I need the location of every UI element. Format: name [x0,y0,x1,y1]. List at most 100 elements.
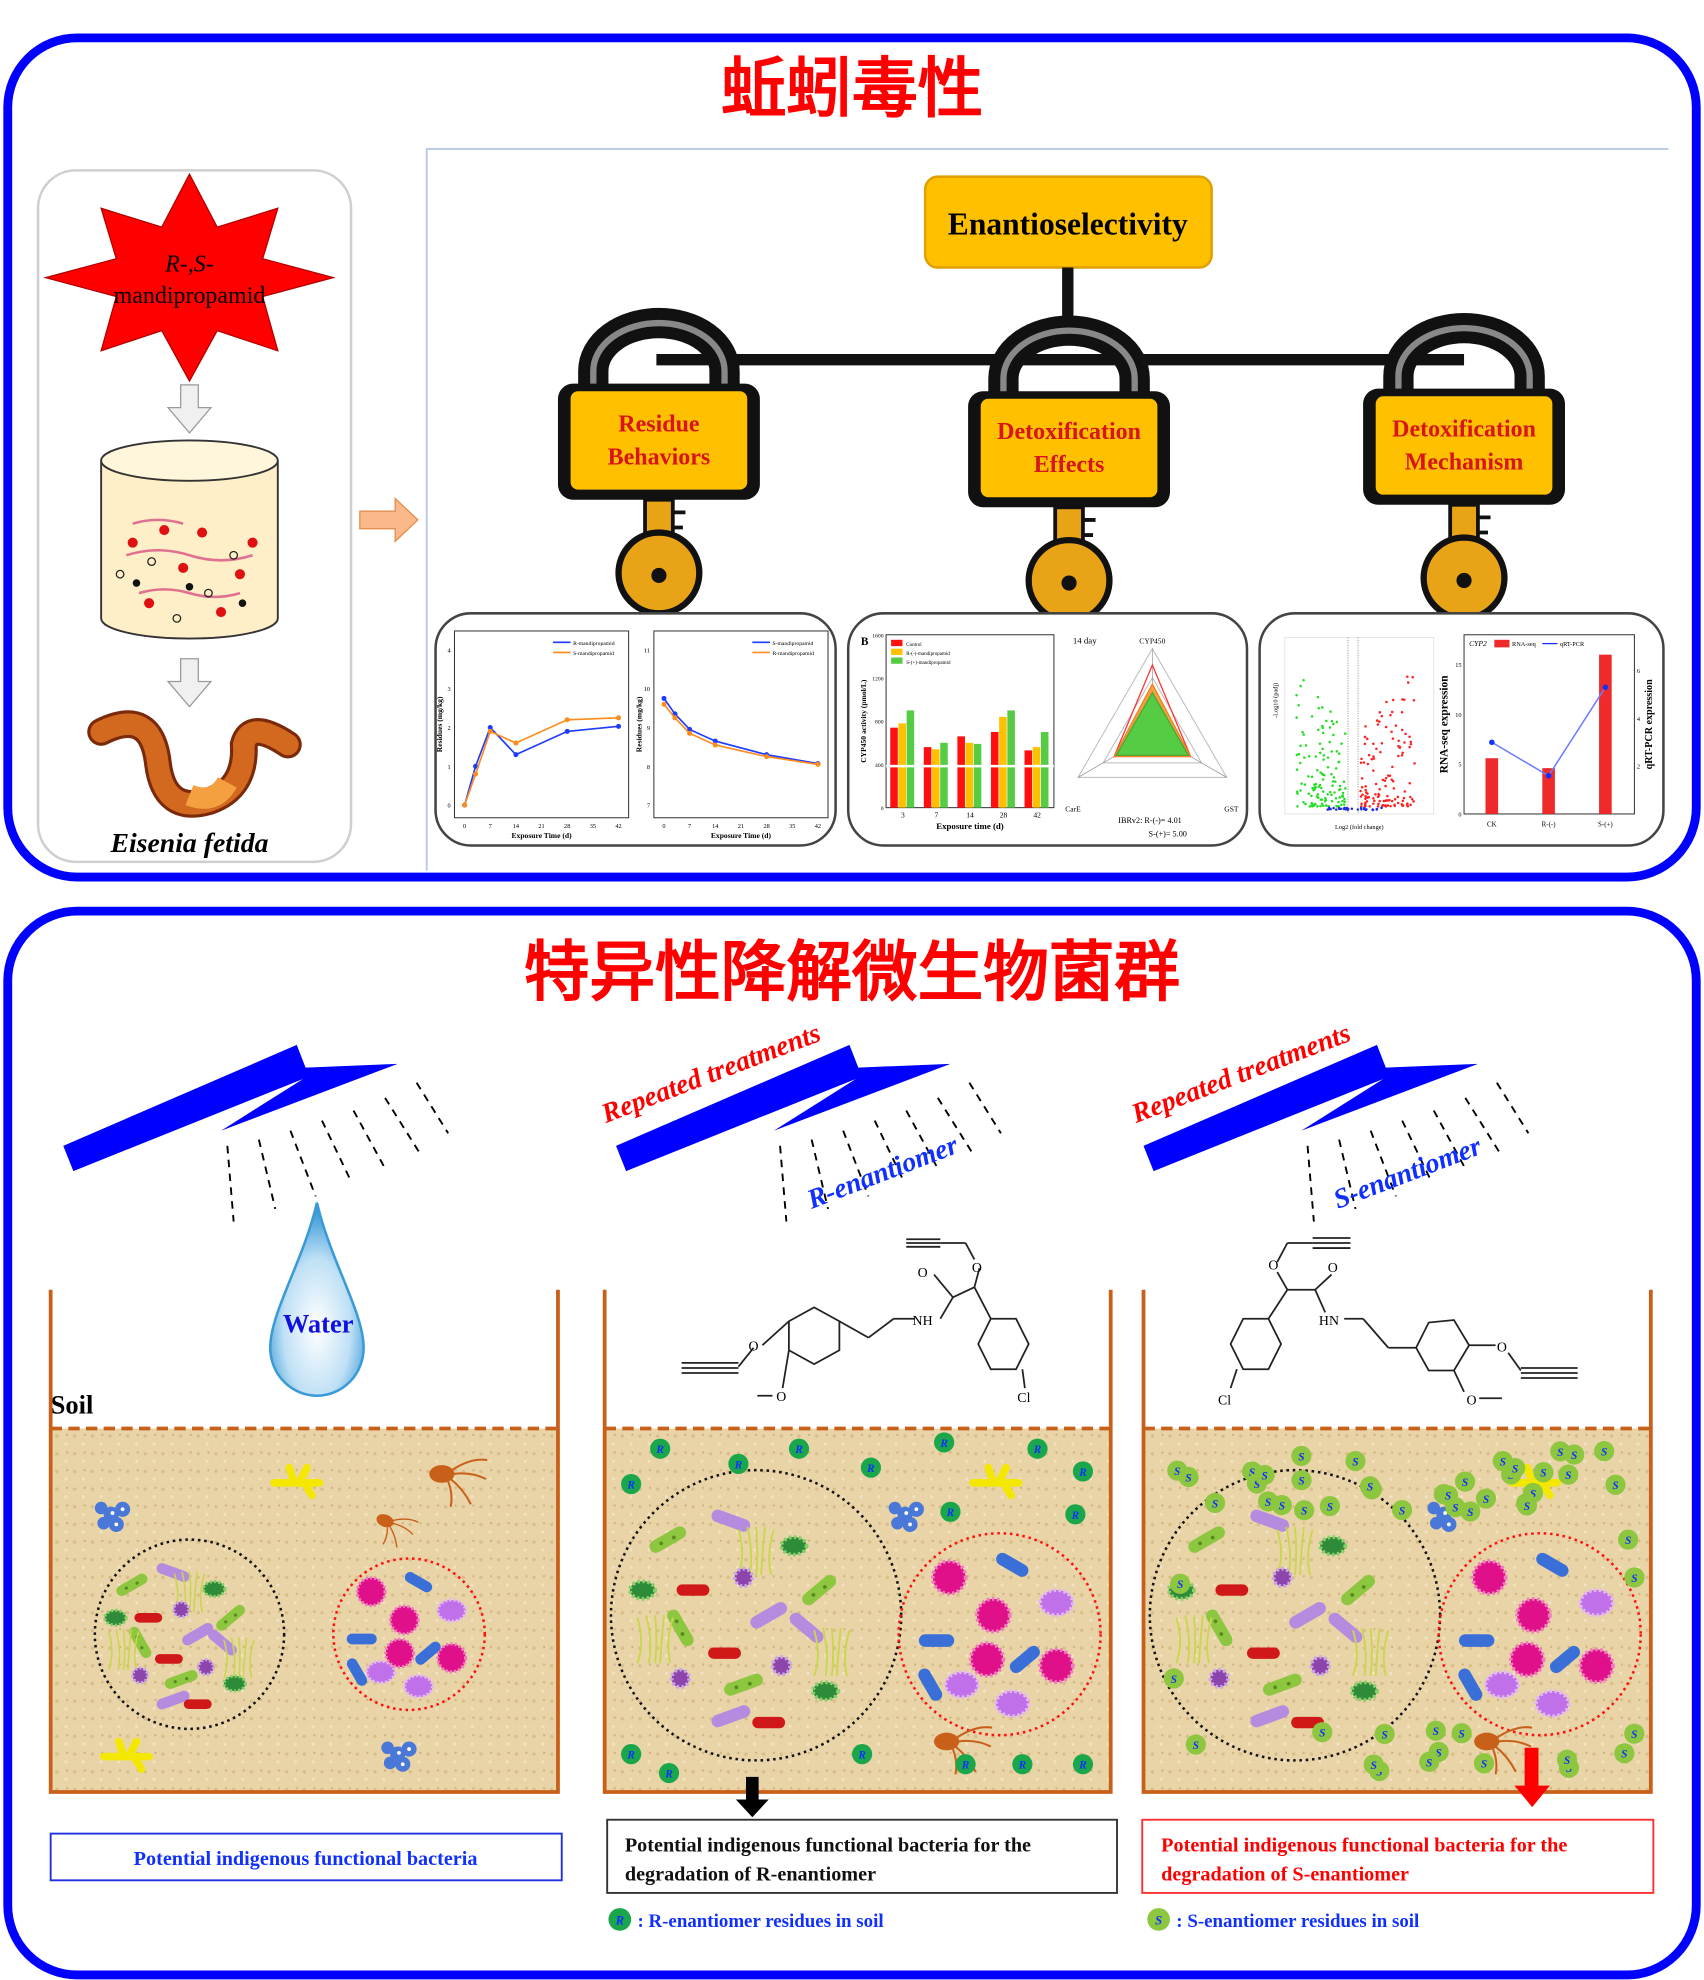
tick-label: 1600 [872,633,883,639]
bar [890,727,898,808]
volcano-point [1384,805,1388,808]
volcano-point [1380,742,1384,745]
tick-label: 10 [1455,712,1461,719]
s-residue-badge-icon [1291,1470,1312,1491]
soil-fill [604,1428,1111,1792]
bar [1007,710,1015,808]
legend-label: R-mandipropamid [573,641,615,647]
volcano-point [1363,735,1367,739]
bar [1024,750,1033,808]
volcano-point [1375,808,1378,811]
compound-name-line1: R-,S- [164,251,214,277]
volcano-point [1359,761,1363,765]
r-residue-badge-icon [650,1438,671,1459]
radar-axis-label: GST [1224,804,1239,813]
r-residue-badge-icon [621,1744,642,1765]
tick-label: 7 [489,823,492,830]
volcano-point [1380,714,1384,718]
volcano-point [1361,793,1364,796]
s-residue-badge-icon [1178,1466,1199,1488]
volcano-point [1398,746,1402,749]
volcano-point [1322,754,1326,757]
volcano-point [1368,805,1371,808]
key-hole [1061,575,1077,591]
volcano-point [1397,754,1400,758]
volcano-point [1393,797,1397,801]
axis-label: RNA-seq expression [1439,675,1451,773]
volcano-point [1310,802,1314,805]
volcano-point [1411,675,1414,679]
volcano-point [1402,796,1406,800]
volcano-point [1335,750,1339,753]
volcano-point [1330,793,1333,796]
volcano-point [1401,804,1405,807]
functional-bacteria-community [1437,1532,1642,1737]
bacterium-icon [752,1716,786,1729]
tick-label: 14 [712,823,719,830]
bacterium-icon [103,1608,128,1627]
bar [940,742,948,808]
volcano-point [1396,801,1400,805]
volcano-point [1324,798,1328,802]
s-bacteria-text-line1: Potential indigenous functional bacteria… [1161,1834,1567,1856]
data-point [462,802,468,808]
key-hole [651,567,667,584]
earthworm-toxicity-panel: 蚯蚓毒性 R-,S- mandipropamid Eisenia f [3,33,1701,882]
radar-grid [1102,676,1203,764]
volcano-point [1410,797,1414,801]
ibr-value: S-(+)= 5.00 [1149,830,1187,839]
legend-swatch [891,657,903,664]
data-point [712,742,718,748]
s-residue-badge-icon [1374,1723,1395,1745]
tick-label: 28 [564,823,570,830]
data-point [1545,772,1552,779]
s-residue-badge-icon [1170,1573,1191,1594]
panel-title: 特异性降解微生物菌群 [524,934,1180,1010]
functional-bacterium-icon [1483,1670,1521,1700]
soil-container [1141,1289,1653,1794]
bacterium-icon [130,1666,150,1685]
volcano-point [1372,802,1375,805]
legend-label: RNA-seq [1512,641,1537,648]
functional-bacterium-icon [436,1598,468,1623]
volcano-point [1363,742,1367,746]
volcano-point [1362,806,1366,810]
bar [990,732,999,808]
tick-label: 21 [538,823,544,830]
r-residue-badge-icon [1072,1754,1094,1775]
bacterium-icon [222,1674,248,1693]
volcano-point [1320,802,1324,806]
volcano-point [1343,797,1346,801]
volcano-point [1297,704,1300,707]
s-residue-badge-icon [1564,1444,1585,1465]
tick-label: 14 [513,823,520,830]
volcano-point [1401,698,1404,701]
tick-label: 8 [647,764,650,771]
volcano-point [1317,728,1320,732]
r-enantiomer-structure [681,1238,1030,1397]
s-residue-badge-icon [1437,1485,1459,1506]
volcano-point [1362,761,1366,764]
bar [1032,747,1041,808]
volcano-point [1397,739,1400,743]
atom-label: Cl [1017,1391,1030,1406]
volcano-point [1364,788,1367,792]
s-residue-badge-icon [1312,1722,1333,1743]
lock-shackle-highlight [590,319,728,399]
axis-label: Exposure Time (d) [711,831,772,840]
volcano-point [1317,785,1321,789]
bar [906,710,915,808]
tick-label: 0 [448,803,451,810]
r-residue-badge-icon [852,1744,873,1765]
lock-shackle-highlight [1395,325,1533,404]
volcano-point [1372,757,1376,760]
legend-label: qRT-PCR [1560,641,1585,648]
compound-star-icon [43,172,336,383]
volcano-point [1337,760,1340,764]
bacterium-icon [669,1667,692,1690]
lock-label-line2: Effects [1034,452,1105,478]
container-wall [602,1289,1113,1794]
atom-label: O [1497,1341,1507,1356]
